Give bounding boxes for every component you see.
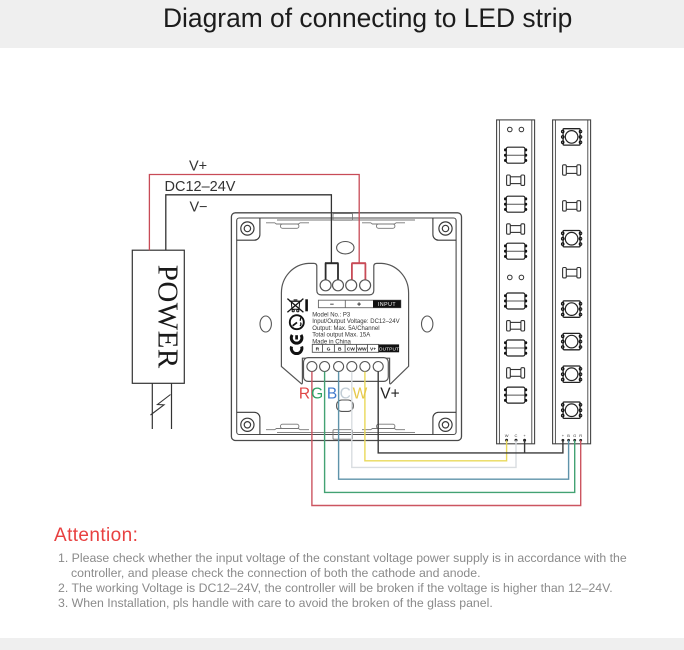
- svg-text:R: R: [316, 347, 320, 353]
- svg-text:Made in China: Made in China: [312, 339, 351, 345]
- svg-text:Input/Output Voltage: DC12–24V: Input/Output Voltage: DC12–24V: [312, 319, 399, 325]
- svg-text:Total output Max. 15A: Total output Max. 15A: [312, 333, 370, 339]
- svg-text:V+: V+: [189, 159, 207, 175]
- svg-text:−: −: [330, 302, 334, 309]
- svg-text:V+: V+: [370, 347, 376, 353]
- svg-text:R: R: [299, 386, 310, 403]
- svg-text:+: +: [562, 433, 565, 438]
- svg-text:V−: V−: [190, 200, 208, 216]
- svg-text:CW: CW: [347, 347, 356, 353]
- svg-text:V+: V+: [380, 386, 399, 403]
- svg-text:R: R: [579, 433, 582, 438]
- svg-text:B: B: [567, 433, 570, 438]
- svg-text:Model No.: P3: Model No.: P3: [312, 312, 351, 318]
- svg-text:C: C: [515, 433, 518, 438]
- svg-text:W: W: [353, 386, 368, 403]
- svg-text:DC12–24V: DC12–24V: [165, 179, 236, 195]
- svg-text:Output: Max. 5A/Channel: Output: Max. 5A/Channel: [312, 326, 379, 332]
- svg-text:INPUT: INPUT: [378, 302, 396, 308]
- svg-text:+: +: [357, 302, 361, 309]
- svg-text:POWER: POWER: [151, 265, 183, 369]
- svg-text:G: G: [573, 433, 576, 438]
- svg-text:G: G: [311, 386, 323, 403]
- svg-text:+: +: [523, 433, 526, 438]
- svg-text:OUTPUT: OUTPUT: [379, 346, 399, 352]
- svg-text:G: G: [327, 347, 331, 353]
- svg-text:W: W: [505, 433, 509, 438]
- svg-text:WW: WW: [357, 347, 367, 353]
- svg-text:C: C: [340, 386, 351, 403]
- svg-text:B: B: [338, 347, 342, 353]
- svg-text:B: B: [327, 386, 337, 403]
